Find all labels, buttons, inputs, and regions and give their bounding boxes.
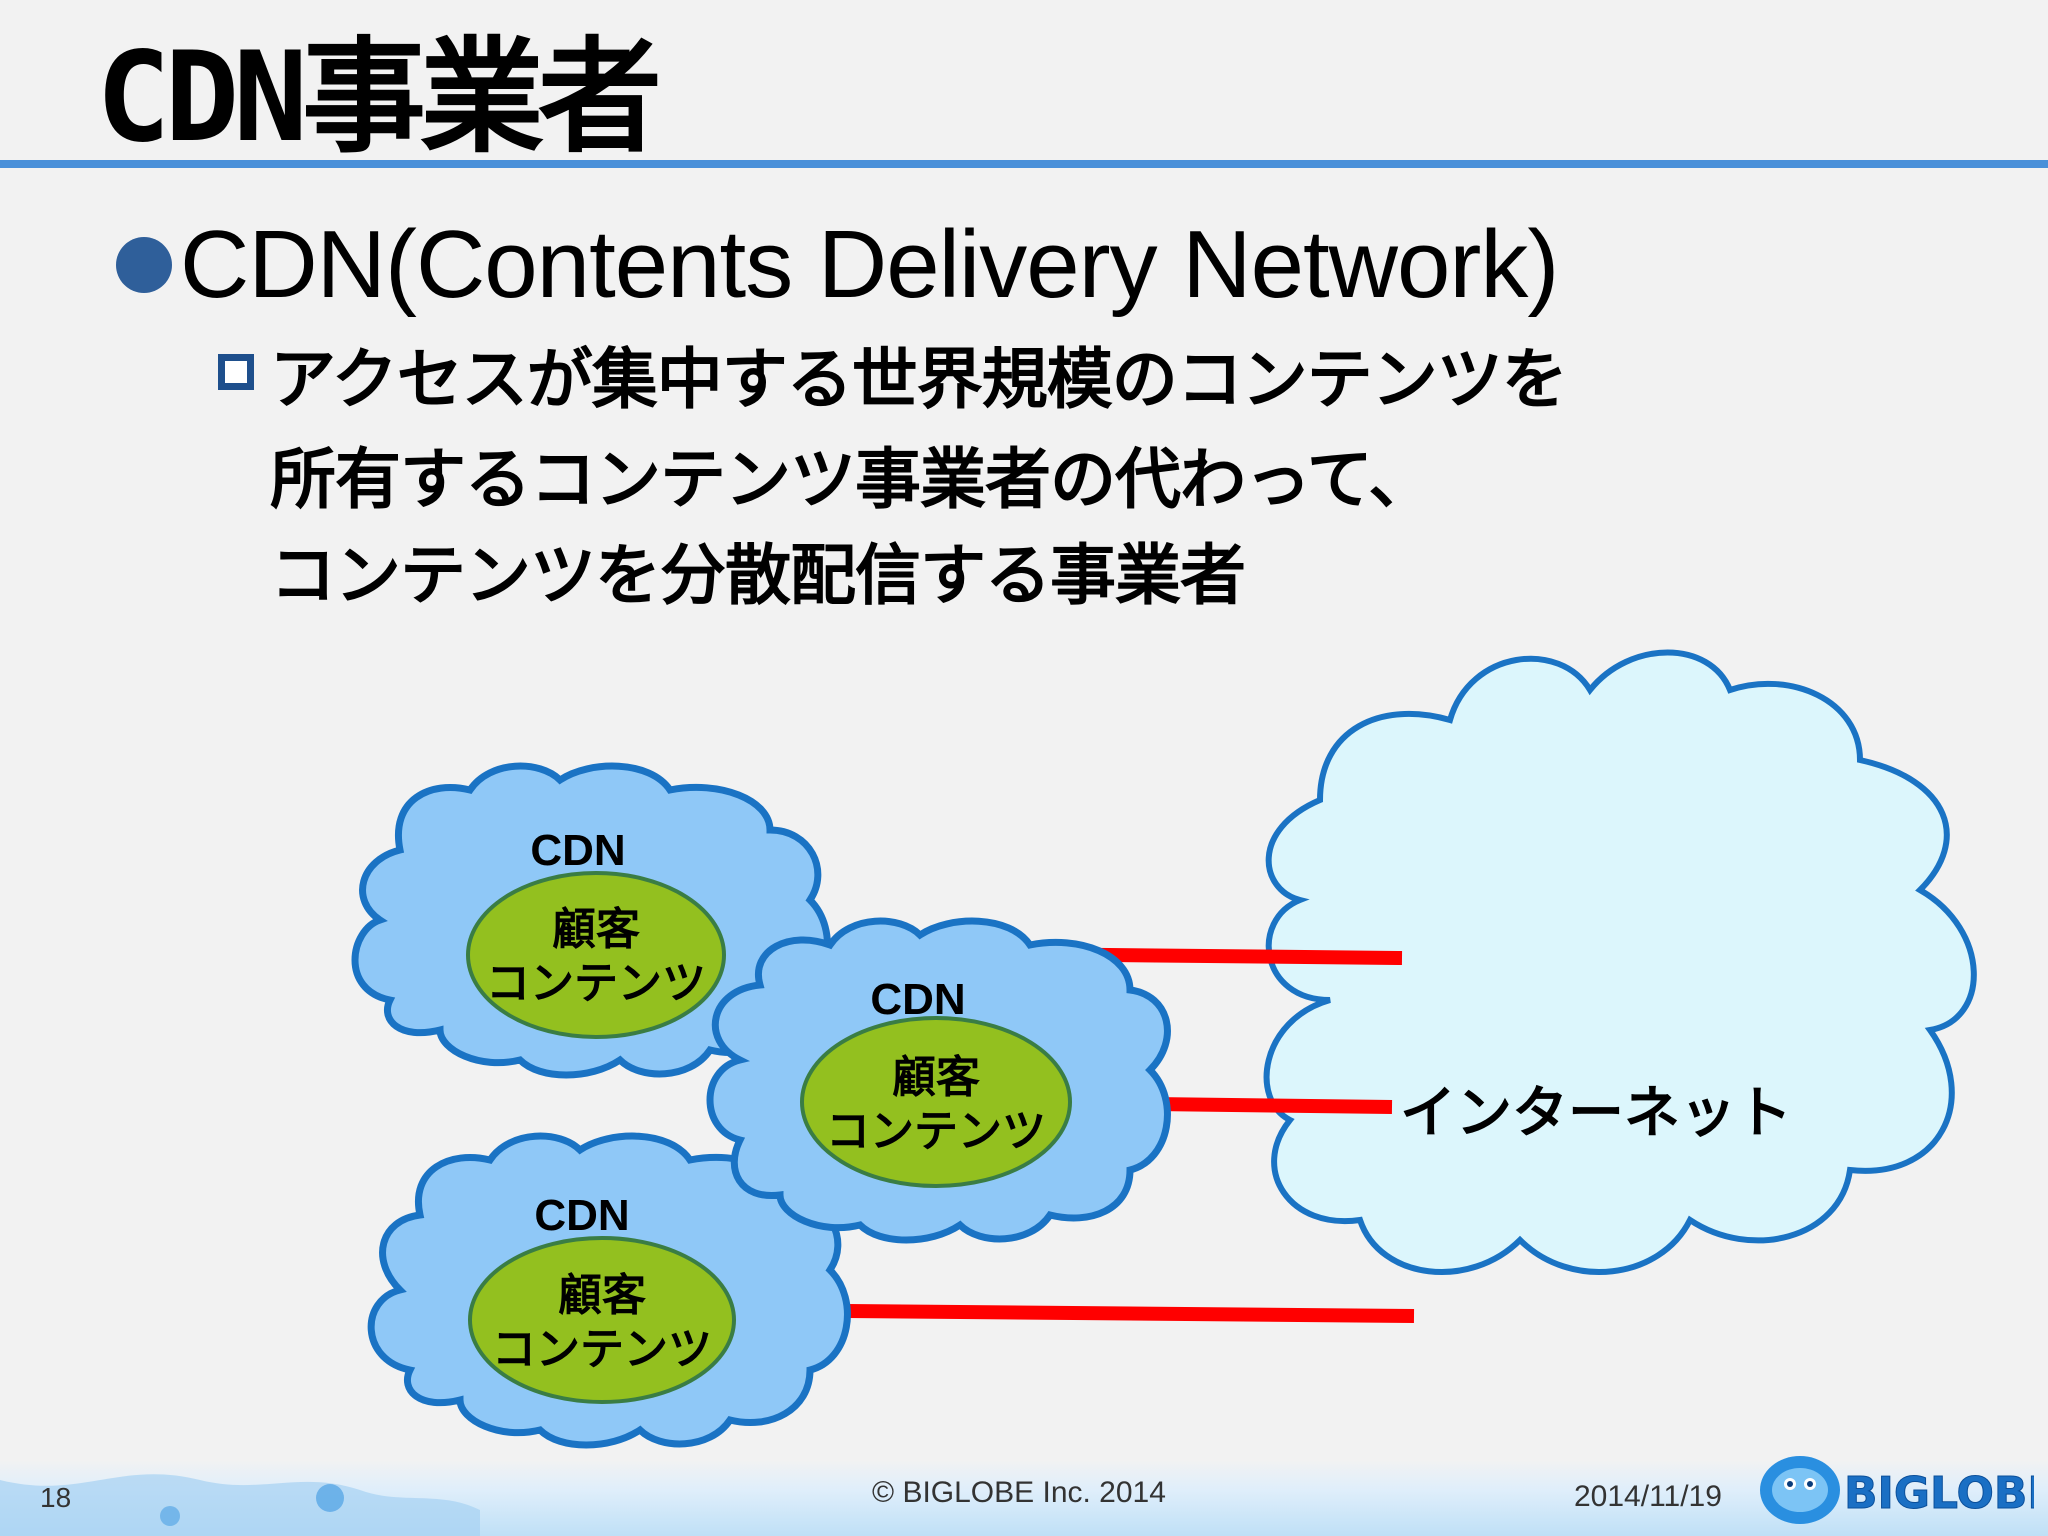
square-bullet-icon [218, 354, 254, 390]
content-line2-2: コンテンツ [826, 1106, 1046, 1157]
logo-wordmark: BIGLOBE [1844, 1468, 2034, 1519]
bullet-text: CDN(Contents Delivery Network) [180, 211, 1559, 318]
internet-label: インターネット [1400, 1081, 1792, 1146]
biglobe-logo: BIGLOBE [1760, 1456, 2034, 1524]
slide-title: CDN事業者 [96, 26, 662, 170]
content-line1-2: 顧客 [892, 1052, 980, 1103]
footer-wave-decoration [0, 1474, 480, 1536]
bullet-dot-icon [116, 237, 172, 293]
copyright-text: © BIGLOBE Inc. 2014 [872, 1476, 1166, 1509]
slide-date: 2014/11/19 [1574, 1480, 1722, 1513]
customer-content-ellipse-3 [468, 1236, 736, 1404]
cdn-cloud-2: CDN 顧客 コンテンツ [706, 917, 1171, 1244]
sub-bullet-line-3: コンテンツを分散配信する事業者 [270, 537, 1246, 614]
customer-content-ellipse-2 [800, 1016, 1072, 1188]
sub-bullet-line-1: アクセスが集中する世界規模のコンテンツを [270, 341, 1568, 418]
internet-cloud [1263, 649, 1977, 1276]
cdn-label-1: CDN [530, 826, 625, 875]
link-line-3 [739, 1303, 1415, 1323]
title-divider [0, 160, 2048, 168]
bullet-item: CDN(Contents Delivery Network) [116, 210, 1559, 320]
cdn-label-2: CDN [870, 975, 965, 1024]
content-line2-1: コンテンツ [486, 958, 706, 1009]
customer-content-ellipse-1 [466, 871, 726, 1039]
cdn-cloud-1: CDN 顧客 コンテンツ [351, 762, 831, 1079]
content-line1-3: 顧客 [558, 1270, 646, 1321]
content-line2-3: コンテンツ [492, 1324, 712, 1375]
page-number: 18 [40, 1482, 72, 1513]
cdn-label-3: CDN [534, 1191, 629, 1240]
cdn-cloud-3: CDN 顧客 コンテンツ [367, 1132, 851, 1449]
content-line1-1: 顧客 [552, 904, 640, 955]
sub-bullet-line-2: 所有するコンテンツ事業者の代わって、 [270, 441, 1434, 518]
